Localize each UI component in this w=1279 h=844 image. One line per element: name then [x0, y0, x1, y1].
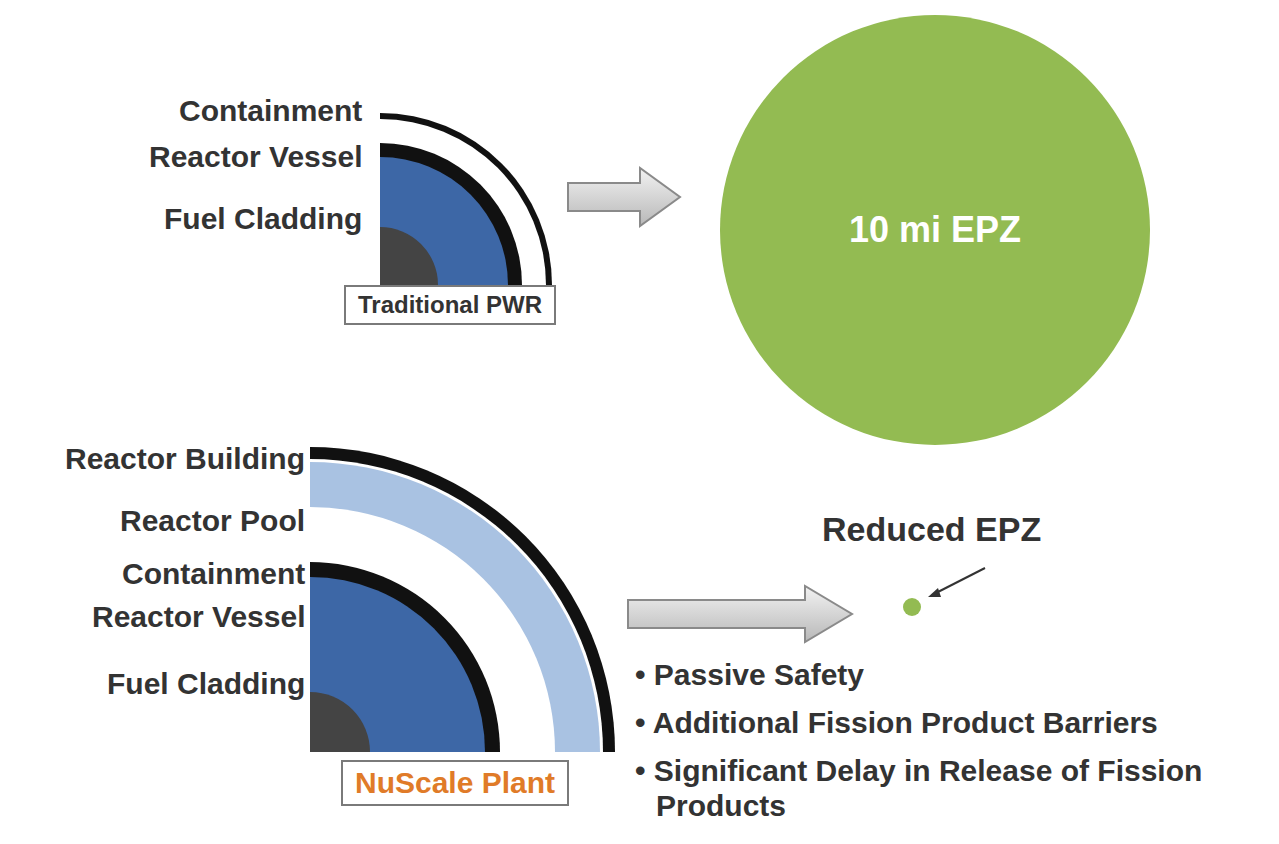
block-arrow [628, 586, 852, 642]
reduced-epz-dot [903, 598, 921, 616]
node-text: Traditional PWR [358, 291, 542, 319]
callout-label: Reduced EPZ [822, 510, 1041, 549]
plant-type-box: Traditional PWR [344, 285, 556, 325]
nuscale-barriers [310, 447, 615, 752]
barrier-label: Reactor Building [65, 442, 305, 477]
plant-type-box: NuScale Plant [341, 760, 569, 806]
bullet-item: • Significant Delay in Release of Fissio… [635, 754, 1235, 823]
leader-arrowhead [928, 588, 941, 597]
barrier-label: Fuel Cladding [107, 667, 305, 702]
barrier-label: Reactor Vessel [92, 600, 305, 635]
pwr-barriers [380, 113, 552, 285]
barrier-label: Containment [179, 94, 362, 129]
node-text: 10 mi EPZ [849, 209, 1021, 251]
node-text: NuScale Plant [355, 766, 555, 800]
barrier-label: Fuel Cladding [164, 202, 362, 237]
bullet-item: • Passive Safety [635, 658, 864, 693]
block-arrow [568, 168, 680, 226]
leader-line [934, 568, 985, 594]
bullet-item: • Additional Fission Product Barriers [635, 706, 1158, 741]
barrier-label: Reactor Vessel [149, 140, 362, 175]
epz-circle: 10 mi EPZ [720, 15, 1150, 445]
barrier-label: Containment [122, 557, 305, 592]
barrier-label: Reactor Pool [120, 504, 305, 539]
